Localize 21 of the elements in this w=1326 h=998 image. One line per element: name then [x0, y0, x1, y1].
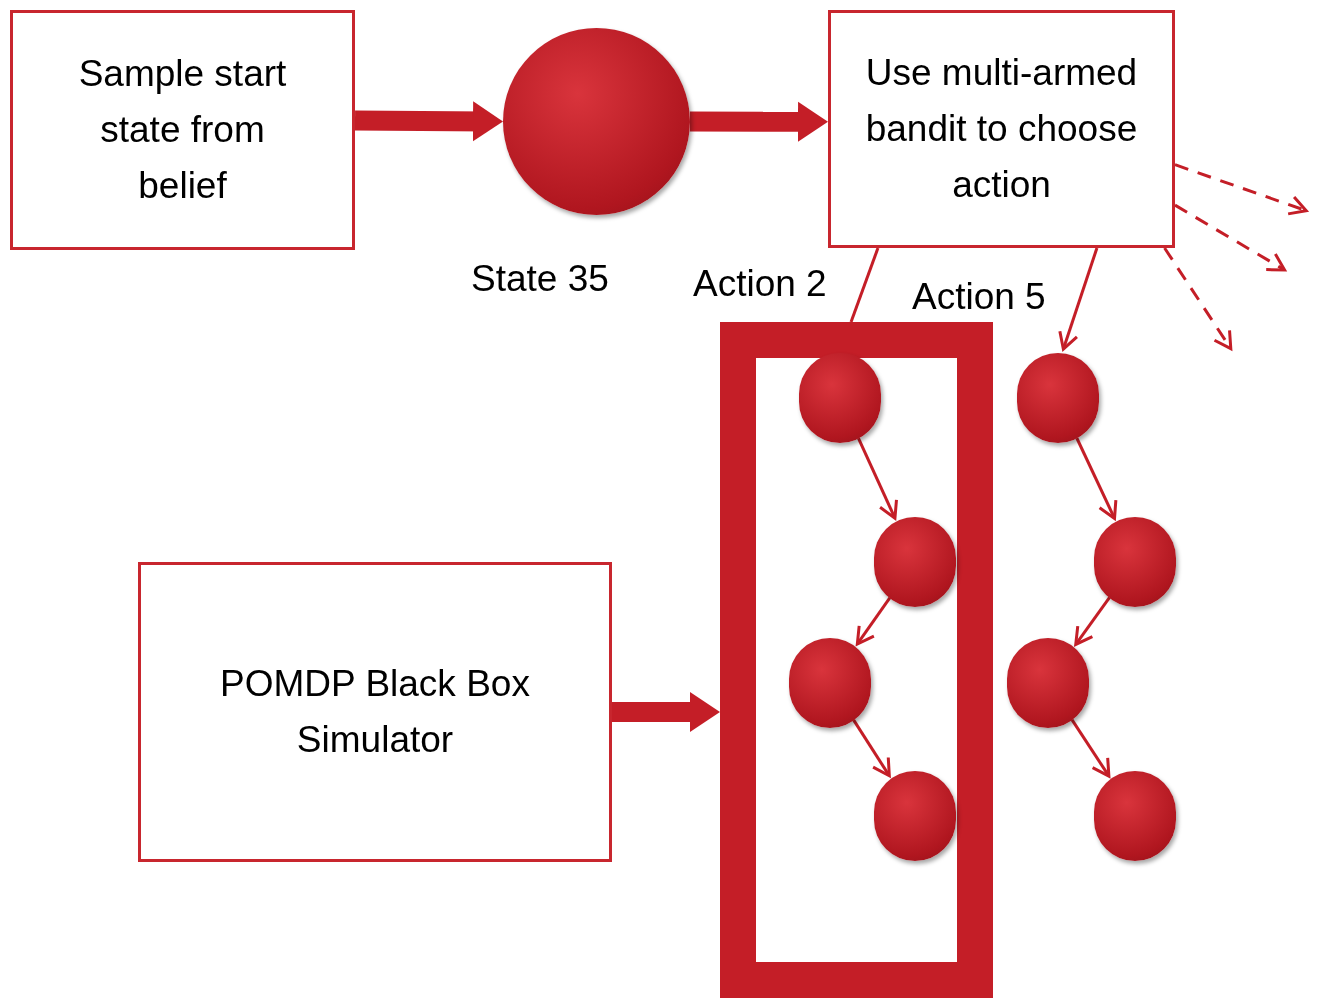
arrow [855, 596, 892, 646]
process-box [828, 10, 1175, 248]
arrow [1058, 247, 1099, 351]
arrow [1174, 163, 1308, 216]
box-text: Sample start state from belief [77, 52, 288, 208]
arrow [1174, 203, 1287, 272]
arrow [1070, 718, 1111, 778]
process-box [138, 562, 612, 862]
arrow [852, 719, 891, 778]
process-box [10, 10, 355, 250]
arrow [857, 437, 898, 520]
state-label: State 35 [471, 257, 609, 301]
arrow [1075, 437, 1118, 520]
frame-box [720, 322, 993, 998]
arrow [1163, 247, 1233, 351]
arrow [1074, 596, 1111, 646]
thick-arrow [354, 101, 503, 142]
thick-arrow [689, 101, 828, 142]
box-text: POMDP Black Box Simulator [219, 662, 531, 762]
box-text: Use multi-armed bandit to choose action [864, 51, 1139, 207]
thick-arrow [612, 692, 720, 733]
